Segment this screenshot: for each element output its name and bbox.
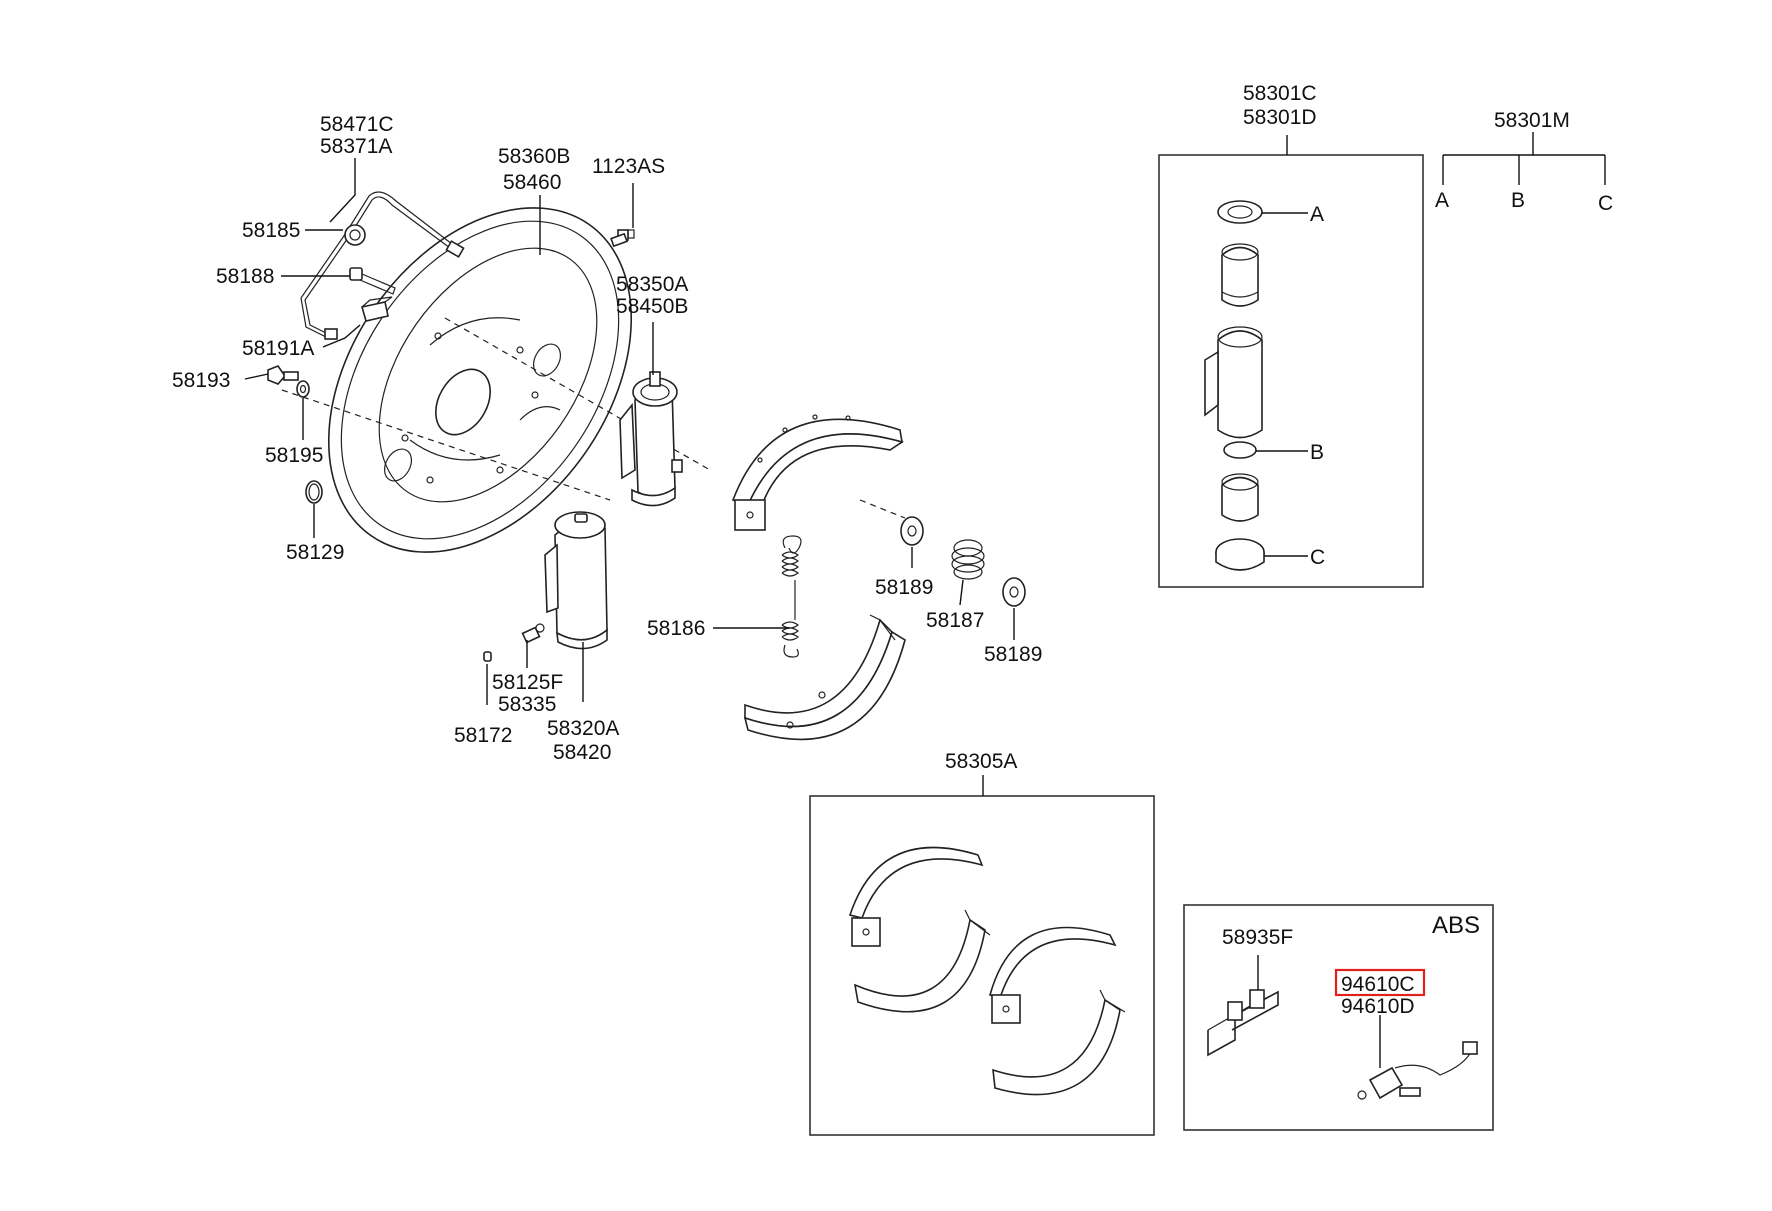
- abs-bracket-58935F[interactable]: [1207, 955, 1279, 1057]
- return-spring-58186[interactable]: [781, 535, 802, 658]
- label-58172[interactable]: 58172: [454, 724, 512, 747]
- highlight-box-94610C: [1334, 968, 1426, 997]
- label-58125F[interactable]: 58125F: [492, 671, 563, 694]
- label-58460[interactable]: 58460: [503, 171, 561, 194]
- washer-58195[interactable]: [296, 380, 310, 398]
- leader-lines: [244, 158, 1015, 705]
- label-58186[interactable]: 58186: [647, 617, 705, 640]
- backing-plate[interactable]: [266, 151, 694, 609]
- label-tree-B: B: [1511, 189, 1525, 212]
- bolt-58193[interactable]: [267, 365, 299, 385]
- shoe-kit-shoe-2[interactable]: [853, 909, 991, 1013]
- label-58450B[interactable]: 58450B: [616, 295, 688, 318]
- kit-58301M-tree: [1442, 132, 1606, 185]
- cap-58172[interactable]: [483, 651, 492, 662]
- kit-58301C-box: [1158, 135, 1424, 588]
- label-58188[interactable]: 58188: [216, 265, 274, 288]
- wheel-cylinder-lower[interactable]: [544, 511, 608, 650]
- pin[interactable]: [349, 267, 396, 295]
- label-58195[interactable]: 58195: [265, 444, 323, 467]
- bolt-1123AS[interactable]: [610, 229, 635, 248]
- washer-58189-a[interactable]: [900, 516, 924, 546]
- label-tree-C: C: [1598, 192, 1613, 215]
- label-58129[interactable]: 58129: [286, 541, 344, 564]
- label-58335[interactable]: 58335: [498, 693, 556, 716]
- label-58193[interactable]: 58193: [172, 369, 230, 392]
- part-labels: 58471C 58371A 58185 58188 58191A 58193 5…: [172, 82, 1613, 1018]
- label-94610C[interactable]: 94610C: [1341, 973, 1415, 996]
- label-abs: ABS: [1432, 912, 1480, 939]
- label-58301C[interactable]: 58301C: [1243, 82, 1317, 105]
- label-58350A[interactable]: 58350A: [616, 273, 688, 296]
- label-58371A[interactable]: 58371A: [320, 135, 392, 158]
- label-58471C[interactable]: 58471C: [320, 113, 394, 136]
- washer-58189-b[interactable]: [1002, 577, 1026, 607]
- label-kit-C: C: [1310, 546, 1325, 569]
- label-58360B[interactable]: 58360B: [498, 145, 570, 168]
- brake-pipe[interactable]: [300, 191, 465, 339]
- bleeder-fitting[interactable]: [324, 328, 338, 340]
- label-58187[interactable]: 58187: [926, 609, 984, 632]
- label-58185[interactable]: 58185: [242, 219, 300, 242]
- abs-wheel-speed-sensor-94610C[interactable]: [1357, 1015, 1478, 1100]
- label-58420[interactable]: 58420: [553, 741, 611, 764]
- shoe-kit-58305A-box: [809, 775, 1155, 1136]
- hose-clip[interactable]: [344, 224, 366, 246]
- shoe-kit-shoe-4[interactable]: [992, 989, 1126, 1096]
- label-94610D[interactable]: 94610D: [1341, 995, 1415, 1018]
- bleeder-screw-58125F[interactable]: [521, 623, 545, 644]
- label-58191A[interactable]: 58191A: [242, 337, 314, 360]
- ring-58129[interactable]: [305, 480, 323, 504]
- shoe-kit-shoe-3[interactable]: [989, 926, 1117, 1024]
- label-58189-a[interactable]: 58189: [875, 576, 933, 599]
- label-kit-B: B: [1310, 441, 1324, 464]
- brake-shoe-lower[interactable]: [743, 614, 906, 741]
- brake-shoe-upper[interactable]: [731, 414, 904, 531]
- clip[interactable]: [360, 296, 393, 322]
- label-kit-A: A: [1310, 203, 1324, 226]
- label-1123AS[interactable]: 1123AS: [592, 155, 665, 178]
- label-tree-A: A: [1435, 189, 1449, 212]
- wheel-cylinder-upper[interactable]: [619, 371, 683, 507]
- label-58935F[interactable]: 58935F: [1222, 926, 1293, 949]
- label-58320A[interactable]: 58320A: [547, 717, 619, 740]
- spring-58187[interactable]: [951, 539, 985, 580]
- shoe-kit-shoe-1[interactable]: [848, 846, 984, 947]
- label-58301D[interactable]: 58301D: [1243, 106, 1317, 129]
- label-58305A[interactable]: 58305A: [945, 750, 1017, 773]
- label-58301M[interactable]: 58301M: [1494, 109, 1570, 132]
- abs-box: [1183, 904, 1494, 1131]
- label-58189-b[interactable]: 58189: [984, 643, 1042, 666]
